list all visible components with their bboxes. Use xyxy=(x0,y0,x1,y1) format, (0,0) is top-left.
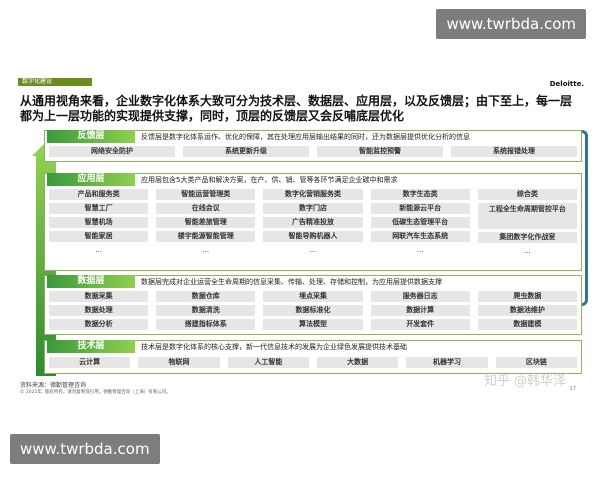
tech-layer-desc: 技术层是数字化体系的核心支撑，新一代信息技术的发展为企业绿色发展提供技术基础 xyxy=(141,343,407,351)
application-column: 综合类 工程全生命周期管控平台 集团数字化作战室 ... xyxy=(477,189,577,257)
tech-items: 云计算 物联网 人工智能 大数据 机器学习 区块链 xyxy=(49,357,577,368)
application-item: 智慧机场 xyxy=(49,217,149,228)
application-item: 楼宇能源智能管理 xyxy=(156,231,256,242)
feedback-items: 网络安全防护 系统更新升级 智能监控预警 系统报错处理 xyxy=(49,146,577,157)
application-item: 智能差旅管理 xyxy=(156,217,256,228)
data-item: 埋点采集 xyxy=(263,291,363,302)
data-items: 数据采集 数据仓库 埋点采集 服务器日志 爬虫数据 数据处理 数据清洗 数据标准… xyxy=(49,291,577,330)
application-item: 智能家居 xyxy=(49,231,149,242)
feedback-item: 智能监控预警 xyxy=(317,146,443,157)
feedback-item: 系统报错处理 xyxy=(451,146,577,157)
page-number: 17 xyxy=(569,386,576,392)
feedback-item: 系统更新升级 xyxy=(183,146,309,157)
application-column-header: 数字生态类 xyxy=(370,189,470,200)
data-item: 数据清洗 xyxy=(156,305,256,316)
feedback-layer-desc: 反馈层是数字化体系运作、优化的保障，其在处理应用层输出结果的同时，还为数据层提供… xyxy=(141,133,470,141)
copyright-note: © 2021年. 版权所有。请勿复制或引用。德勤管理咨询（上海）有限公司。 xyxy=(20,390,171,395)
application-columns: 产品和服务类 智慧工厂 智慧机场 智能家居 ... 智能运营管理类 在线会议 智… xyxy=(49,189,577,257)
data-item: 开发套件 xyxy=(370,319,470,330)
application-column: 数字化营销服务类 数字门店 广告精准投放 智能导购机器人 ... xyxy=(263,189,363,257)
application-item: 广告精准投放 xyxy=(263,217,363,228)
watermark-bottom: www.twrbda.com xyxy=(10,434,160,464)
section-tag: 数字化建设 xyxy=(18,78,92,86)
application-column-header: 数字化营销服务类 xyxy=(263,189,363,200)
feedback-layer: 反馈层 反馈层是数字化体系运作、优化的保障，其在处理应用层输出结果的同时，还为数… xyxy=(44,130,582,162)
application-item: 在线会议 xyxy=(156,203,256,214)
data-item: 数据建模 xyxy=(477,319,577,330)
application-layer-desc: 应用层包含5大类产品和解决方案，在产、供、销、管等各环节满足企业碳中和需求 xyxy=(141,176,398,184)
application-column-header: 综合类 xyxy=(477,189,577,200)
source-note: 资料来源：德勤管理咨询 xyxy=(20,382,87,389)
data-item: 数据池维护 xyxy=(477,305,577,316)
application-item-more: ... xyxy=(416,246,424,254)
application-item: 智慧工厂 xyxy=(49,203,149,214)
tech-item: 云计算 xyxy=(49,357,131,368)
application-column: 智能运营管理类 在线会议 智能差旅管理 楼宇能源智能管理 ... xyxy=(156,189,256,257)
slide: 数字化建设 Deloitte. 从通用视角来看，企业数字化体系大致可分为技术层、… xyxy=(14,78,590,404)
application-item-more: ... xyxy=(202,246,210,254)
application-column-header: 产品和服务类 xyxy=(49,189,149,200)
application-item: 新能源云平台 xyxy=(370,203,470,214)
tech-item: 机器学习 xyxy=(406,357,488,368)
tech-item: 大数据 xyxy=(317,357,399,368)
application-column-header: 智能运营管理类 xyxy=(156,189,256,200)
data-item: 服务器日志 xyxy=(370,291,470,302)
watermark-top: www.twrbda.com xyxy=(436,9,586,39)
application-item: 数字门店 xyxy=(263,203,363,214)
application-column: 数字生态类 新能源云平台 低碳生态管理平台 网联汽车生态系统 ... xyxy=(370,189,470,257)
application-item: 工程全生命周期管控平台 xyxy=(477,203,577,229)
data-item: 算法模型 xyxy=(263,319,363,330)
tech-item: 人工智能 xyxy=(227,357,309,368)
headline: 从通用视角来看，企业数字化体系大致可分为技术层、数据层、应用层，以及反馈层；由下… xyxy=(20,94,573,123)
application-item: 智能导购机器人 xyxy=(263,231,363,242)
data-item: 爬虫数据 xyxy=(477,291,577,302)
tech-layer-label: 技术层 xyxy=(47,340,135,353)
data-item: 数据标准化 xyxy=(263,305,363,316)
zhihu-watermark: 知乎 @韩华泽 xyxy=(484,374,567,389)
data-item: 搭建指标体系 xyxy=(156,319,256,330)
application-item: 集团数字化作战室 xyxy=(477,232,577,243)
tech-layer: 技术层 技术层是数字化体系的核心支撑，新一代信息技术的发展为企业绿色发展提供技术… xyxy=(44,340,582,374)
data-item: 数据采集 xyxy=(49,291,149,302)
application-layer: 应用层 应用层包含5大类产品和解决方案，在产、供、销、管等各环节满足企业碳中和需… xyxy=(44,173,582,271)
application-item-more: ... xyxy=(95,246,102,254)
application-item: 低碳生态管理平台 xyxy=(370,217,470,228)
application-column: 产品和服务类 智慧工厂 智慧机场 智能家居 ... xyxy=(49,189,149,257)
application-item: 网联汽车生态系统 xyxy=(370,231,470,242)
application-item-more: ... xyxy=(309,246,317,254)
data-layer-desc: 数据层完成对企业运营全生命周期的信息采集、传输、处理、存储和控制，为应用层提供数… xyxy=(141,278,442,286)
tech-item: 物联网 xyxy=(138,357,220,368)
tech-item: 区块链 xyxy=(495,357,577,368)
data-layer: 数据层 数据层完成对企业运营全生命周期的信息采集、传输、处理、存储和控制，为应用… xyxy=(44,275,582,335)
data-item: 数据仓库 xyxy=(156,291,256,302)
data-item: 数据处理 xyxy=(49,305,149,316)
application-layer-label: 应用层 xyxy=(47,173,135,186)
feedback-layer-label: 反馈层 xyxy=(47,130,135,143)
data-item: 数据计算 xyxy=(370,305,470,316)
application-item-more: ... xyxy=(524,247,531,255)
data-item: 数据分析 xyxy=(49,319,149,330)
data-layer-label: 数据层 xyxy=(47,275,135,288)
brand-logo: Deloitte. xyxy=(549,80,584,88)
feedback-item: 网络安全防护 xyxy=(49,146,175,157)
